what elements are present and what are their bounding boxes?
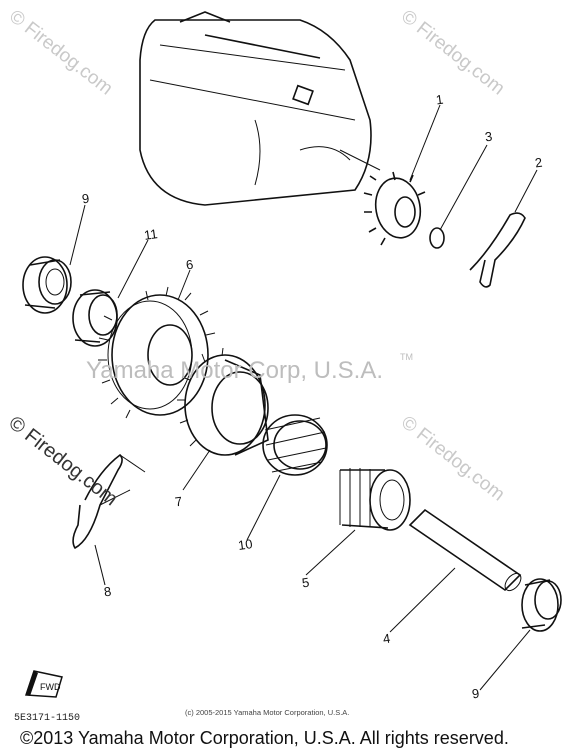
- wire-clip-2: [469, 212, 526, 288]
- idler-gear-6: [98, 286, 216, 419]
- collar-11: [72, 289, 118, 347]
- callout-11: 11: [143, 226, 159, 243]
- fwd-label: FWD: [40, 682, 61, 692]
- bearing-9-upper: [22, 256, 72, 314]
- copyright-notice: ©2013 Yamaha Motor Corporation, U.S.A. A…: [20, 728, 509, 748]
- pinion-gear-1: [363, 171, 426, 246]
- circlip-3: [429, 227, 445, 249]
- wire-clip-8: [72, 453, 146, 550]
- diagram-reference-code: 5E3171-1150: [14, 713, 81, 724]
- leader-lines: [69, 104, 538, 691]
- one-way-clutch-10: [262, 414, 328, 476]
- shaft-4: [408, 508, 522, 592]
- clutch-gear-7: [177, 347, 269, 456]
- yamaha-watermark: Yamaha Motor Corp, U.S.A.: [86, 357, 383, 384]
- copyright-notice-small: (c) 2005-2015 Yamaha Motor Corporation, …: [185, 708, 350, 717]
- callout-10: 10: [237, 536, 254, 553]
- fwd-arrow-icon: FWD: [24, 670, 63, 698]
- starter-motor: [139, 11, 381, 206]
- trademark-mark: TM: [400, 352, 413, 362]
- clutch-hub-5: [339, 468, 411, 531]
- bearing-9-lower: [521, 578, 562, 632]
